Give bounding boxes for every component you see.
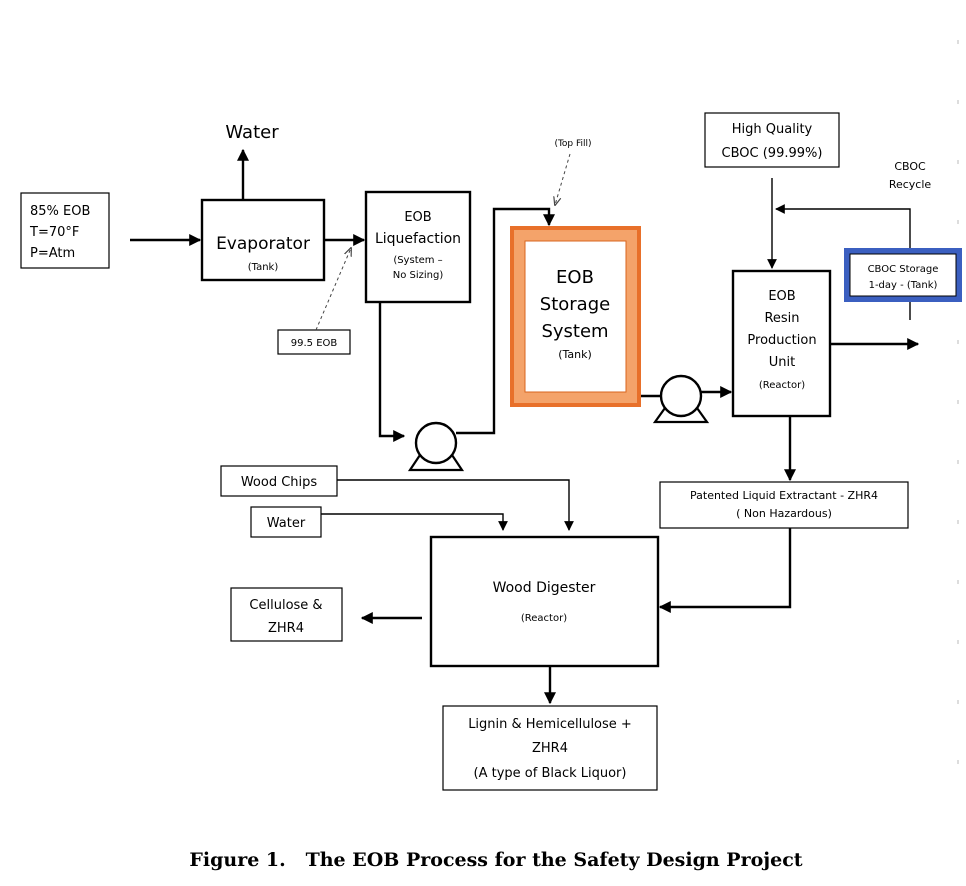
wood-chips-label: Wood Chips bbox=[241, 475, 318, 490]
extractant-box: Patented Liquid Extractant - ZHR4 ( Non … bbox=[659, 481, 909, 529]
digester-label: Wood Digester bbox=[493, 580, 596, 596]
figure-caption: Figure 1. The EOB Process for the Safety… bbox=[189, 849, 802, 871]
resin-line3: Production bbox=[747, 333, 816, 348]
storage-line2: Storage bbox=[540, 294, 610, 315]
liquefaction-sub1: (System – bbox=[393, 255, 442, 266]
wood-chips-box: Wood Chips bbox=[220, 465, 338, 497]
cboc-storage-line2: 1-day - (Tank) bbox=[869, 280, 938, 291]
water-in-box: Water bbox=[250, 506, 322, 538]
cellulose-line1: Cellulose & bbox=[249, 598, 322, 613]
water-in-to-digester-line bbox=[321, 513, 508, 531]
cboc-storage-line1: CBOC Storage bbox=[868, 264, 939, 275]
evaporator-box: Evaporator (Tank) bbox=[200, 198, 326, 282]
liquefaction-box: EOB Liquefaction (System – No Sizing) bbox=[364, 190, 472, 304]
evaporator-label: Evaporator bbox=[216, 234, 310, 254]
wood-chips-to-digester-line bbox=[337, 479, 574, 531]
lignin-box: Lignin & Hemicellulose + ZHR4 (A type of… bbox=[442, 705, 658, 791]
high-quality-line1: High Quality bbox=[732, 122, 813, 137]
evaporator-sub: (Tank) bbox=[248, 262, 279, 273]
storage-line1: EOB bbox=[556, 267, 594, 288]
water-out-label: Water bbox=[225, 122, 279, 143]
lignin-line3: (A type of Black Liquor) bbox=[474, 766, 627, 781]
feed-line1: 85% EOB bbox=[30, 204, 90, 219]
pump1-icon bbox=[407, 421, 465, 472]
cboc-storage-box: CBOC Storage 1-day - (Tank) bbox=[844, 248, 962, 302]
liquefaction-to-pump1-line bbox=[378, 302, 406, 442]
liquefaction-line2: Liquefaction bbox=[375, 231, 461, 247]
resin-sub: (Reactor) bbox=[759, 380, 805, 391]
feed-line3: P=Atm bbox=[30, 246, 75, 261]
cellulose-line2: ZHR4 bbox=[268, 621, 304, 636]
resin-line1: EOB bbox=[768, 289, 795, 304]
eob-995-label: 99.5 EOB bbox=[291, 338, 338, 349]
extractant-line1: Patented Liquid Extractant - ZHR4 bbox=[690, 489, 878, 502]
eob-995-note: 99.5 EOB bbox=[277, 329, 351, 355]
extractant-line2: ( Non Hazardous) bbox=[736, 507, 832, 520]
resin-line2: Resin bbox=[764, 311, 799, 326]
water-in-label: Water bbox=[267, 516, 306, 531]
lignin-line1: Lignin & Hemicellulose + bbox=[468, 717, 632, 732]
cboc-recycle-line bbox=[775, 204, 911, 248]
resin-line4: Unit bbox=[769, 355, 795, 370]
liquefaction-line1: EOB bbox=[404, 210, 431, 225]
pump1-to-storage-line bbox=[456, 207, 555, 435]
feed-line2: T=70°F bbox=[29, 225, 79, 240]
eob-995-dashed-pointer bbox=[315, 248, 351, 331]
cellulose-box: Cellulose & ZHR4 bbox=[230, 587, 343, 642]
pump2-icon bbox=[652, 374, 710, 424]
top-fill-dashed-pointer bbox=[555, 153, 571, 205]
high-quality-cboc-box: High Quality CBOC (99.99%) bbox=[704, 112, 840, 168]
cboc-recycle-line2: Recycle bbox=[889, 178, 932, 191]
high-quality-line2: CBOC (99.99%) bbox=[722, 146, 823, 161]
storage-line3: System bbox=[541, 321, 608, 342]
cboc-recycle-line1: CBOC bbox=[894, 160, 926, 173]
lignin-line2: ZHR4 bbox=[532, 741, 568, 756]
feed-box: 85% EOB T=70°F P=Atm bbox=[20, 192, 110, 269]
wood-digester-box: Wood Digester (Reactor) bbox=[429, 535, 660, 668]
eob-storage-box: EOB Storage System (Tank) bbox=[510, 226, 641, 407]
extractant-to-digester-line bbox=[658, 528, 792, 613]
digester-sub: (Reactor) bbox=[521, 613, 567, 624]
top-fill-label: (Top Fill) bbox=[554, 139, 591, 149]
resin-production-box: EOB Resin Production Unit (Reactor) bbox=[731, 269, 832, 418]
storage-sub: (Tank) bbox=[558, 348, 592, 361]
liquefaction-sub2: No Sizing) bbox=[393, 270, 444, 281]
